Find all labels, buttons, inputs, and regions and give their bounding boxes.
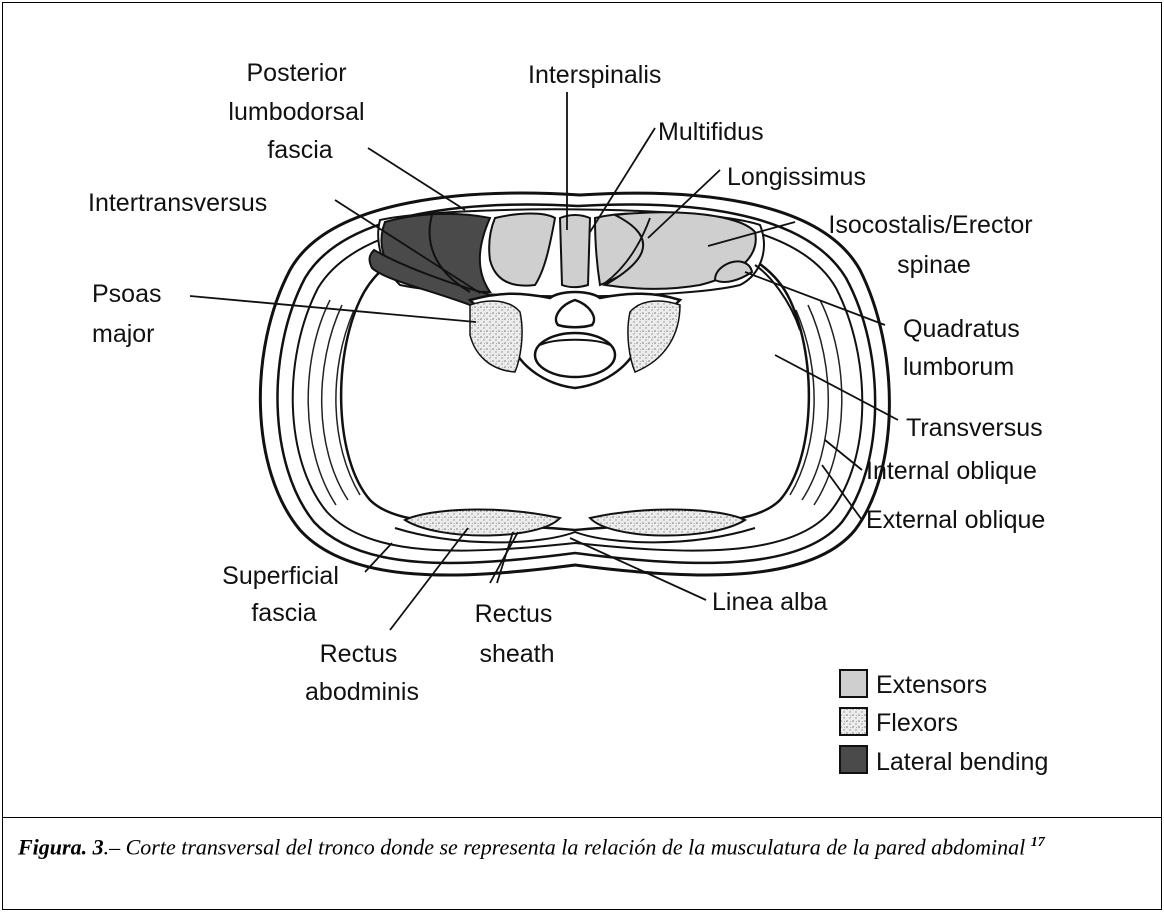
label-psoas: Psoas major	[92, 280, 168, 348]
label-superficial-fascia: Superficial fascia	[222, 562, 346, 627]
caption-separator: .–	[104, 834, 126, 859]
label-rectus-sheath: Rectus sheath	[475, 600, 560, 668]
label-internal-oblique: Internal oblique	[866, 457, 1037, 485]
caption-prefix: Figura. 3	[18, 834, 104, 859]
legend-label-lateral-bending: Lateral bending	[876, 748, 1048, 776]
label-quadratus: Quadratus lumborum	[903, 315, 1027, 381]
label-transversus: Transversus	[906, 414, 1043, 442]
label-intertransversus: Intertransversus	[88, 189, 267, 217]
caption-reference: 17	[1031, 835, 1045, 850]
label-multifidus: Multifidus	[658, 118, 764, 146]
interspinalis-muscle	[560, 215, 590, 287]
label-posterior-fascia: Posterior lumbodorsal fascia	[228, 59, 371, 164]
legend-swatch-flexors	[840, 708, 867, 735]
label-linea-alba: Linea alba	[712, 588, 827, 616]
legend: Extensors Flexors Lateral bending	[840, 670, 1048, 776]
legend-swatch-extensors	[840, 670, 867, 697]
caption-divider	[2, 817, 1162, 818]
figure-caption: Figura. 3.– Corte transversal del tronco…	[18, 826, 1148, 863]
trunk-cross-section-diagram: Posterior lumbodorsal fascia Interspinal…	[0, 0, 1164, 816]
legend-swatch-lateral-bending	[840, 746, 867, 773]
label-external-oblique: External oblique	[866, 506, 1045, 534]
label-longissimus: Longissimus	[727, 163, 866, 191]
legend-label-extensors: Extensors	[876, 671, 987, 699]
caption-text: Corte transversal del tronco donde se re…	[126, 834, 1026, 859]
label-interspinalis: Interspinalis	[528, 61, 661, 89]
legend-label-flexors: Flexors	[876, 709, 958, 737]
label-rectus-abdominis: Rectus abodminis	[305, 640, 419, 706]
